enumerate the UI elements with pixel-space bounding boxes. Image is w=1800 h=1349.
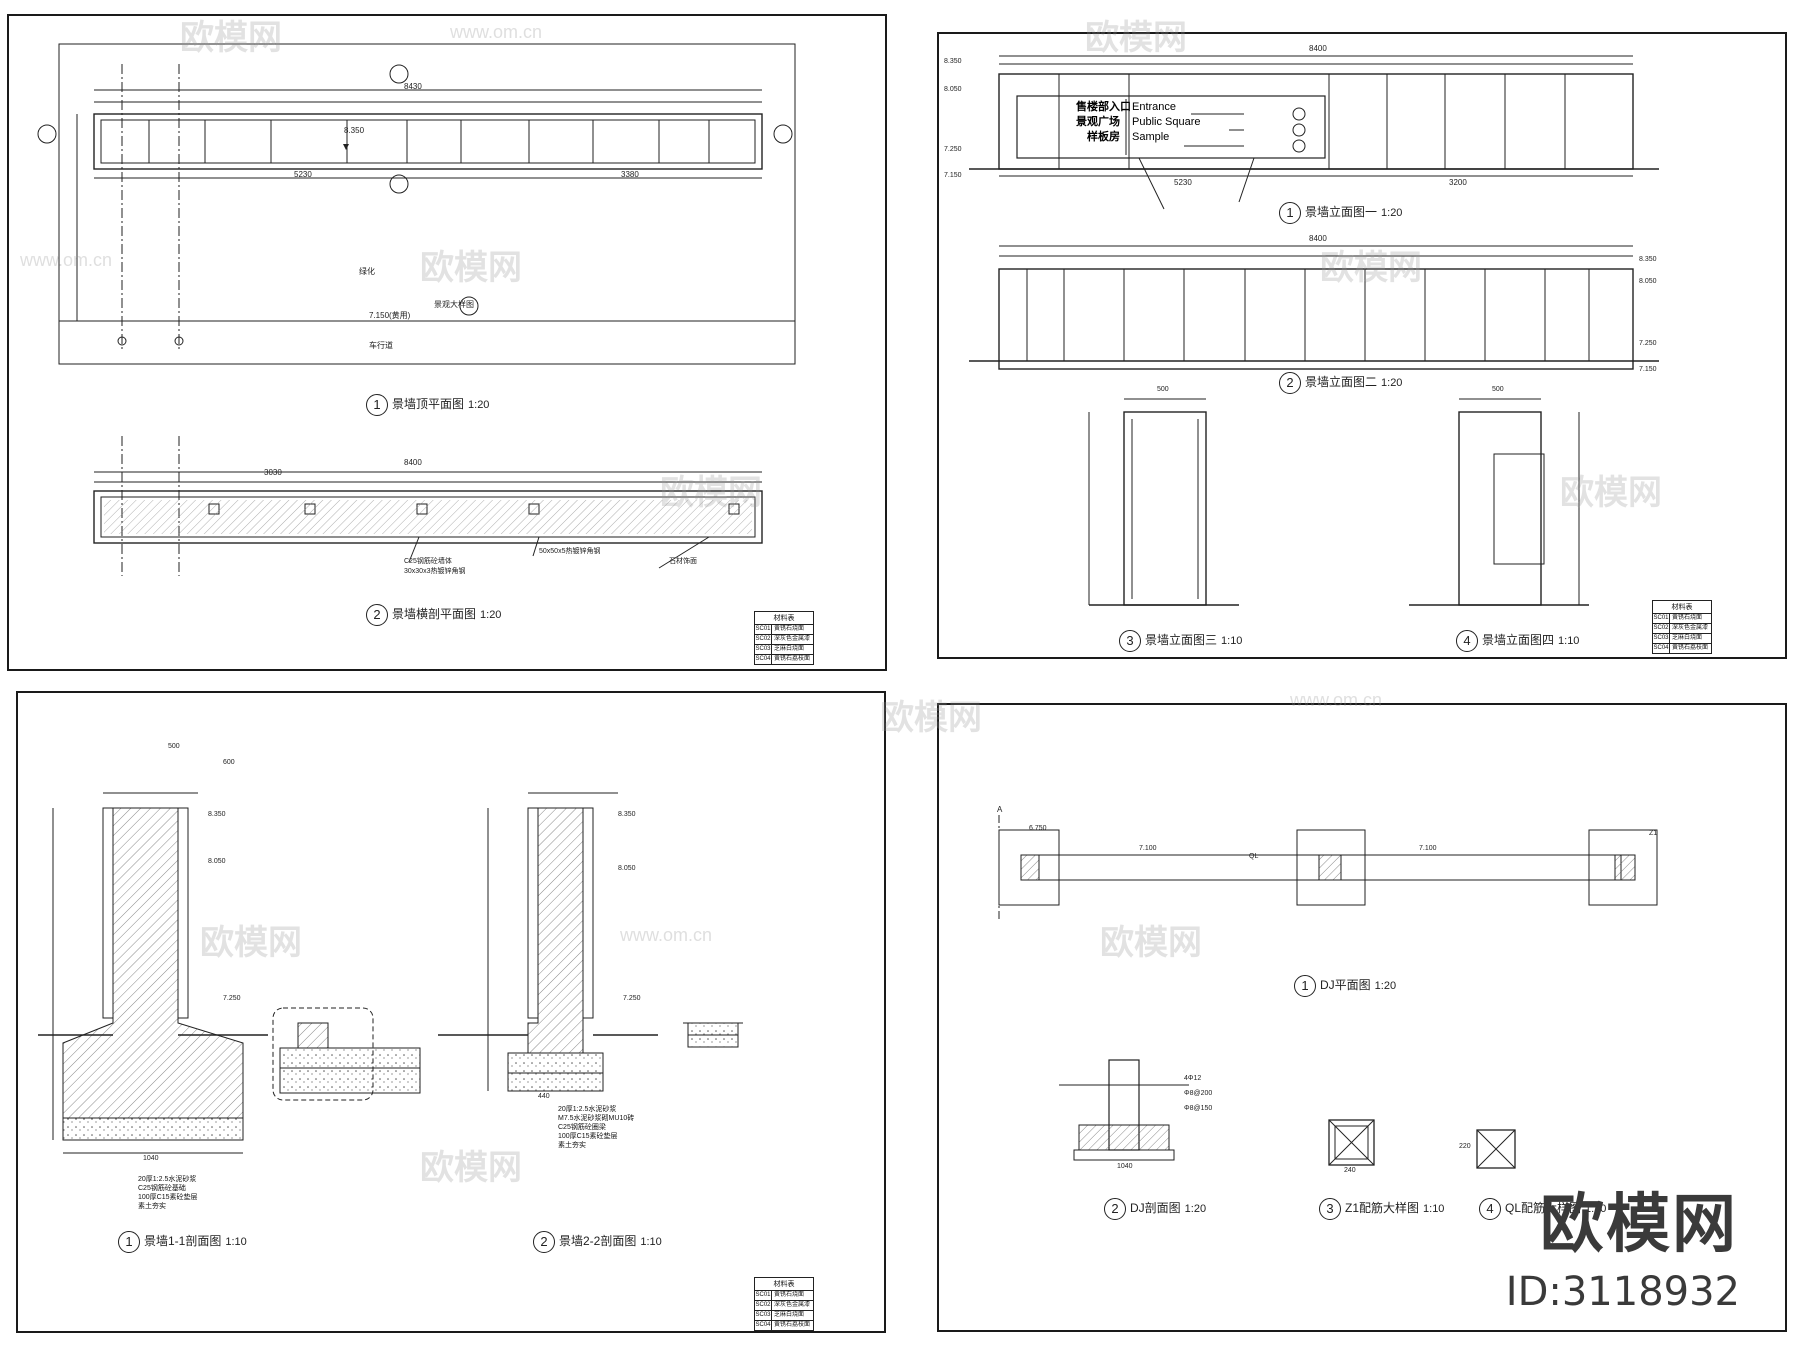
section-total-dim: 8400 xyxy=(404,458,422,467)
sign-en-3: Sample xyxy=(1132,131,1170,143)
sec1-dim-1040: 1040 xyxy=(143,1155,159,1162)
section-1-wall xyxy=(62,807,244,1119)
watermark-id: ID:3118932 xyxy=(1505,1269,1740,1315)
sec2-level-3: 7.250 xyxy=(623,995,641,1002)
sheet-elevations: 8400 5230 3200 8400 8.350 8.050 7.250 7.… xyxy=(937,32,1787,659)
dj-footing-mid xyxy=(1296,829,1366,906)
elev1-level-2: 8.050 xyxy=(944,86,962,93)
sign-panel xyxy=(1016,95,1326,159)
dj-dim-1040: 1040 xyxy=(1117,1163,1133,1170)
plan-label-road: 车行道 xyxy=(369,341,393,350)
sec1-level-3: 7.250 xyxy=(223,995,241,1002)
sec2-level-2: 8.050 xyxy=(618,865,636,872)
elev4-width: 500 xyxy=(1492,386,1504,393)
sec1-dim-500: 500 xyxy=(168,743,180,750)
sheet-sections: 500 600 1040 440 8.350 8.050 7.250 8.350… xyxy=(16,691,886,1333)
elev1-level-4: 7.150 xyxy=(944,172,962,179)
sign-cn-1: 售楼部入口 xyxy=(1076,101,1131,113)
dj-rebar-2: Φ8@200 xyxy=(1184,1090,1213,1097)
elev1-split-right: 3200 xyxy=(1449,178,1467,187)
section-note-1: C25钢筋砼墙体 xyxy=(404,558,452,565)
elevation-4-outline xyxy=(1458,411,1542,606)
dj-footing-right xyxy=(1588,829,1658,906)
plan-boundary xyxy=(58,43,796,365)
sheet-plan: 8430 5230 3380 8.350 绿化 7.150(黄用) 车行道 景观… xyxy=(7,14,887,671)
wall-top-outline xyxy=(93,113,763,170)
section-drawing xyxy=(38,792,743,1154)
dj-mark-z1: Z1 xyxy=(1649,830,1658,837)
sec1-level-1: 8.350 xyxy=(208,811,226,818)
elev1-total: 8400 xyxy=(1309,44,1327,53)
sec1-notes: 20厚1:2.5水泥砂浆 C25钢筋砼基础 100厚C15素砼垫层 素土夯实 xyxy=(138,1176,198,1210)
elevation-drawing xyxy=(969,55,1659,606)
sign-cn-2: 景观广场 xyxy=(1076,116,1120,128)
watermark-logo-text: 欧模网 xyxy=(1540,1188,1738,1262)
wall-section-outline xyxy=(93,490,763,544)
sec2-level-1: 8.350 xyxy=(618,811,636,818)
plan-drawing xyxy=(37,43,796,576)
dj-elev-1: 6.750 xyxy=(1029,825,1047,832)
sign-en-2: Public Square xyxy=(1132,116,1201,128)
dj-mark-ql: QL xyxy=(1249,853,1259,860)
elev2-level-2: 8.050 xyxy=(1639,278,1657,285)
sign-chinese-text: 售楼部入口 景观广场 样板房 xyxy=(1076,100,1131,145)
plan-total-dim: 8430 xyxy=(404,82,422,91)
section-note-3: 50x50x5热镀锌角钢 xyxy=(539,548,601,555)
plan-elev: 8.350 xyxy=(344,126,365,135)
elev3-width: 500 xyxy=(1157,386,1169,393)
plan-label-green: 绿化 xyxy=(359,267,375,276)
dj-rebar-3: Φ8@150 xyxy=(1184,1105,1213,1112)
sign-cn-3: 样板房 xyxy=(1087,131,1120,143)
section-note-4: 石材饰面 xyxy=(669,558,697,565)
dj-elev-2: 7.100 xyxy=(1139,845,1157,852)
ql-rebar-detail xyxy=(1476,1129,1516,1169)
elev2-total: 8400 xyxy=(1309,234,1327,243)
sec1-dim-600: 600 xyxy=(223,759,235,766)
sec1-level-2: 8.050 xyxy=(208,858,226,865)
elevation-2-outline xyxy=(998,268,1634,370)
section-note-2: 30x30x3热镀锌角钢 xyxy=(404,568,466,575)
sec2-dim-440: 440 xyxy=(538,1093,550,1100)
elev2-level-4: 7.150 xyxy=(1639,366,1657,373)
z1-dim-240: 240 xyxy=(1344,1167,1356,1174)
elev2-level-1: 8.350 xyxy=(1639,256,1657,263)
sec2-notes: 20厚1:2.5水泥砂浆 M7.5水泥砂浆砌MU10砖 C25钢筋砼圈梁 100… xyxy=(558,1106,635,1149)
plan-split-left: 5230 xyxy=(294,170,312,179)
sheet-foundation: 6.750 7.100 7.100 Z1 QL A 4Φ12 Φ8@200 Φ8… xyxy=(937,703,1787,1332)
elevation-3-outline xyxy=(1123,411,1207,606)
ql-dim-220: 220 xyxy=(1459,1143,1471,1150)
elev2-level-3: 7.250 xyxy=(1639,340,1657,347)
sign-english-text: Entrance Public Square Sample xyxy=(1132,100,1201,145)
elev1-level-3: 7.250 xyxy=(944,146,962,153)
dj-rebar-1: 4Φ12 xyxy=(1184,1075,1202,1082)
section-mid-dim: 3030 xyxy=(264,468,282,477)
dj-elev-3: 7.100 xyxy=(1419,845,1437,852)
z1-rebar-detail xyxy=(1328,1119,1375,1166)
sign-en-1: Entrance xyxy=(1132,101,1177,113)
plan-label-ground: 7.150(黄用) xyxy=(369,311,411,320)
foundation-drawing xyxy=(998,815,1658,1169)
elev1-split-left: 5230 xyxy=(1174,178,1192,187)
elev1-level-1: 8.350 xyxy=(944,58,962,65)
plan-label-detail: 景观大样图 xyxy=(434,300,474,309)
plan-split-right: 3380 xyxy=(621,170,639,179)
dj-mark-a: A xyxy=(997,805,1003,814)
